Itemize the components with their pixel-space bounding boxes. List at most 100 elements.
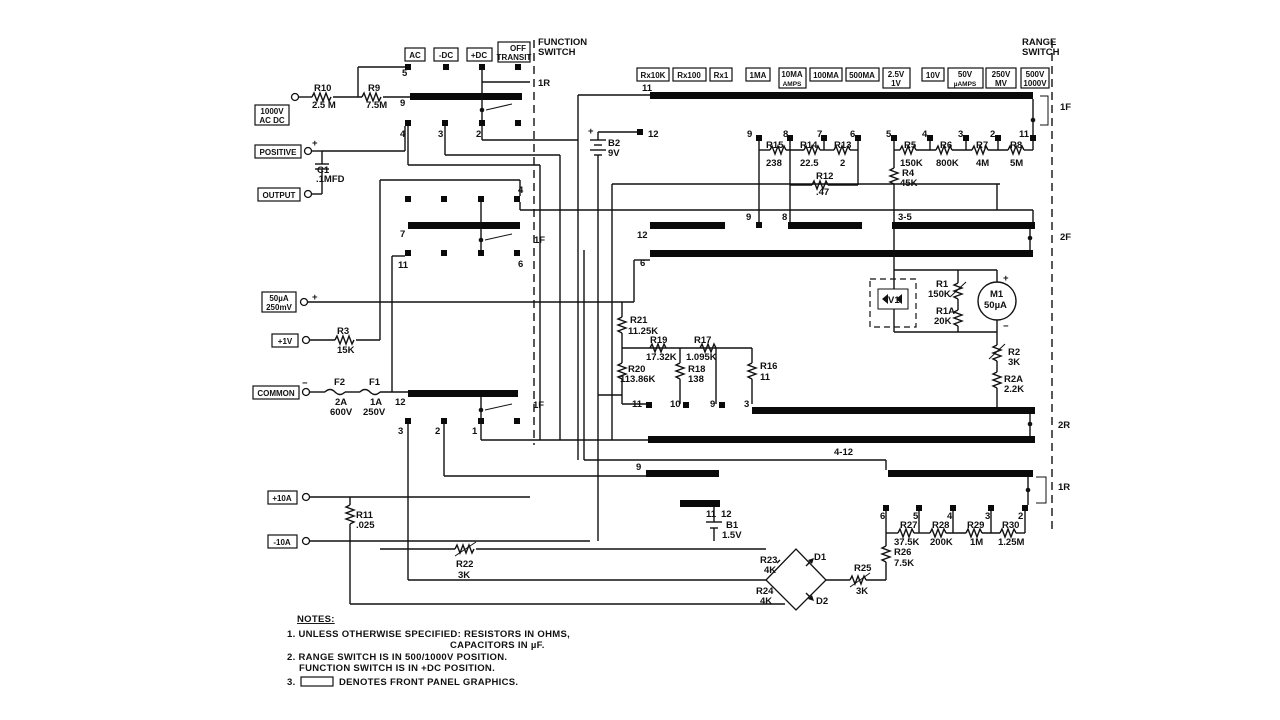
rs-section-1r: 1R [1058,482,1070,493]
note-3-graphic-box [300,676,334,687]
f1-amp: 1A [370,397,382,408]
r7-name: R7 [976,140,988,151]
f1-volt: 250V [363,407,386,418]
c1-name: C1 [317,165,330,176]
r8-name: R8 [1010,140,1022,151]
function-switch-title-1: FUNCTION [538,37,587,48]
b1-name: B1 [726,520,739,531]
r22-value: 3K [458,570,470,581]
rs-pos-1ma: 1MA [750,71,767,80]
rs-pos-10v: 10V [926,71,941,80]
r29-name: R29 [967,520,984,531]
r14-name: R14 [800,140,818,151]
svg-text:8: 8 [782,212,787,223]
f2-name: F2 [334,377,345,388]
rs-pos-250v: 250V [992,70,1011,79]
r27-name: R27 [900,520,917,531]
r16-value: 11 [760,372,771,383]
r12-name: R12 [816,171,833,182]
battery-b1: B1 1.5V [706,507,742,541]
range-switch-deck-2f-lower: 6 2F [519,183,1071,440]
r28-value: 200K [930,537,953,548]
rs-pos-rx1: Rx1 [714,71,729,80]
range-switch-deck-1f: 11 1F [642,83,1071,138]
svg-text:4: 4 [947,511,953,522]
svg-text:3: 3 [398,426,403,437]
fs-position-box-plus-dc [466,47,493,62]
svg-text:11: 11 [398,260,409,271]
svg-text:12: 12 [637,230,648,241]
v1-name: V1 [888,295,900,306]
function-switch-deck-1r: 5 9 4 3 2 1R [400,64,550,140]
r26-name: R26 [894,547,911,558]
terminal-output-label: OUTPUT [263,191,296,200]
fs-position-minus-dc: -DC [439,51,453,60]
fs-position-transit: TRANSIT [497,53,532,62]
f2-volt: 600V [330,407,353,418]
meter-m1: R1 150K R1A 20K M1 50µA + − V1 R2 3K R2A… [869,229,1024,407]
r1-name: R1 [936,279,949,290]
r20-name: R20 [628,364,645,375]
r20-value: 113.86K [620,374,656,385]
b2-value: 9V [608,148,620,159]
svg-text:3: 3 [958,129,963,140]
r23-value: 4K [764,565,776,576]
fs-position-plus-dc: +DC [471,51,487,60]
terminal-acdc-label: AC DC [259,116,285,125]
r2-value: 3K [1008,357,1020,368]
b2-name: B2 [608,138,620,149]
r30-name: R30 [1002,520,1019,531]
r6-name: R6 [940,140,952,151]
fs-position-off: OFF [510,44,526,53]
function-switch-deck-1f-upper: 4 7 11 6 1F [398,185,545,271]
common-minus-mark: − [302,378,308,389]
svg-text:6: 6 [518,259,523,270]
fs-position-box-minus-dc [433,47,459,62]
note-3b: DENOTES FRONT PANEL GRAPHICS. [339,677,518,688]
r16-name: R16 [760,361,777,372]
svg-text:11: 11 [706,509,717,520]
svg-text:6: 6 [640,258,645,269]
r21-value: 11.25K [628,326,658,337]
fs-section-1r: 1R [538,78,550,89]
rs-pos-50v: 50V [958,70,973,79]
rs-pos-500ma: 500MA [849,71,875,80]
r1a-name: R1A [936,306,955,317]
r10-name: R10 [314,83,331,94]
r2a-value: 2.2K [1004,384,1024,395]
svg-text:11: 11 [642,83,653,94]
jack-minus10a [301,536,311,546]
r18-name: R18 [688,364,705,375]
rs-box-7 [882,67,911,89]
r15-value: 238 [766,158,782,169]
terminal-positive: POSITIVE [254,144,313,159]
rs-box-3 [745,67,771,82]
r21-name: R21 [630,315,648,326]
svg-text:9: 9 [636,462,641,473]
r9-value: 7.5M [366,100,387,111]
rs-box-11 [1020,67,1050,89]
svg-text:11: 11 [632,399,643,410]
b1-value: 1.5V [722,530,742,541]
r4-name: R4 [902,168,915,179]
r1-value: 150K [928,289,951,300]
terminal-1000v: 1000V AC DC [254,92,300,126]
fs-position-box-off [497,41,531,63]
jack-positive [303,146,313,156]
terminal-plus10a: +10A [267,490,311,505]
range-switch-positions: Rx10K Rx100 Rx1 1MA 10MA AMPS 100MA 500M… [636,37,1060,89]
function-switch-positions: AC -DC +DC OFF TRANSIT FUNCTION SWITCH [404,37,587,63]
svg-text:+: + [1003,273,1009,284]
terminal-plus1v: +1V [271,333,311,348]
r1a-value: 20K [934,316,952,327]
note-2b: FUNCTION SWITCH IS IN +DC POSITION. [299,663,495,674]
range-switch-deck-2r: 2R 4-12 [583,250,1070,470]
rs-pos-uamps: µAMPS [954,81,977,88]
range-tap-3-5: 3-5 [898,212,912,223]
r19-name: R19 [650,335,667,346]
v1-dashed-box [869,278,917,328]
svg-text:5: 5 [913,511,919,522]
r12-value: .47 [816,187,829,198]
svg-text:2: 2 [990,129,995,140]
